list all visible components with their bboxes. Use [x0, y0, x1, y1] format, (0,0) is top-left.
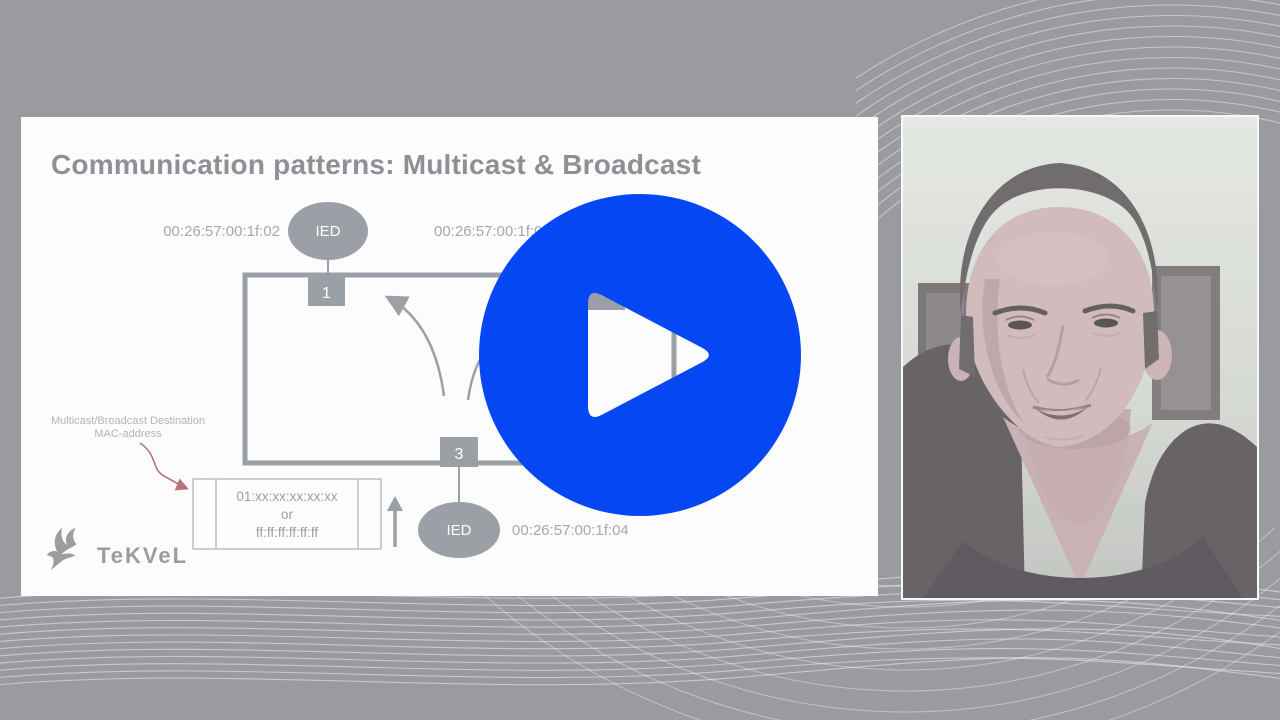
- svg-text:IED: IED: [315, 223, 340, 240]
- destination-mac-box: 01:xx:xx:xx:xx:xx or ff:ff:ff:ff:ff:ff: [192, 478, 382, 550]
- network-diagram: 1 3 IED IED IED 00:26:57:00:1f:02 00:26:…: [51, 202, 677, 558]
- slide-title: Communication patterns: Multicast & Broa…: [51, 149, 701, 180]
- port3-box: 3: [440, 437, 478, 467]
- svg-text:or: or: [281, 507, 294, 522]
- ied1-node: IED: [288, 202, 368, 260]
- presenter-portrait: [903, 117, 1257, 598]
- presenter-webcam: [901, 115, 1259, 600]
- svg-text:IED: IED: [446, 522, 471, 539]
- annotation-line2: MAC-address: [94, 428, 162, 440]
- annotation-line1: Multicast/Broadcast Destination: [51, 415, 205, 427]
- mac-address-top-right: 00:26:57:00:1f:03: [434, 223, 551, 240]
- top-right-fan-pattern: [856, 0, 1280, 240]
- play-icon: [479, 194, 801, 516]
- svg-text:01:xx:xx:xx:xx:xx: 01:xx:xx:xx:xx:xx: [236, 489, 338, 504]
- tekvel-logo: TeKVeL: [43, 525, 188, 573]
- play-button[interactable]: [478, 193, 802, 517]
- up-arrow-icon: [387, 496, 403, 547]
- flow-arrow-to-port1: [384, 295, 446, 397]
- port1-box: 1: [308, 275, 345, 306]
- picture-frame-right: [1152, 266, 1220, 420]
- tekvel-logo-text: TeKVeL: [97, 543, 189, 568]
- svg-text:1: 1: [322, 285, 331, 302]
- ied3-node: IED: [418, 502, 500, 558]
- mac-address-bottom: 00:26:57:00:1f:04: [512, 522, 629, 539]
- svg-text:ff:ff:ff:ff:ff:ff: ff:ff:ff:ff:ff:ff: [256, 525, 319, 540]
- annotation-arrow: [139, 442, 189, 491]
- mac-address-top-left: 00:26:57:00:1f:02: [163, 223, 280, 240]
- svg-text:3: 3: [455, 446, 464, 463]
- bottom-wave-pattern: [0, 570, 1280, 686]
- tekvel-bird-icon: [46, 527, 77, 571]
